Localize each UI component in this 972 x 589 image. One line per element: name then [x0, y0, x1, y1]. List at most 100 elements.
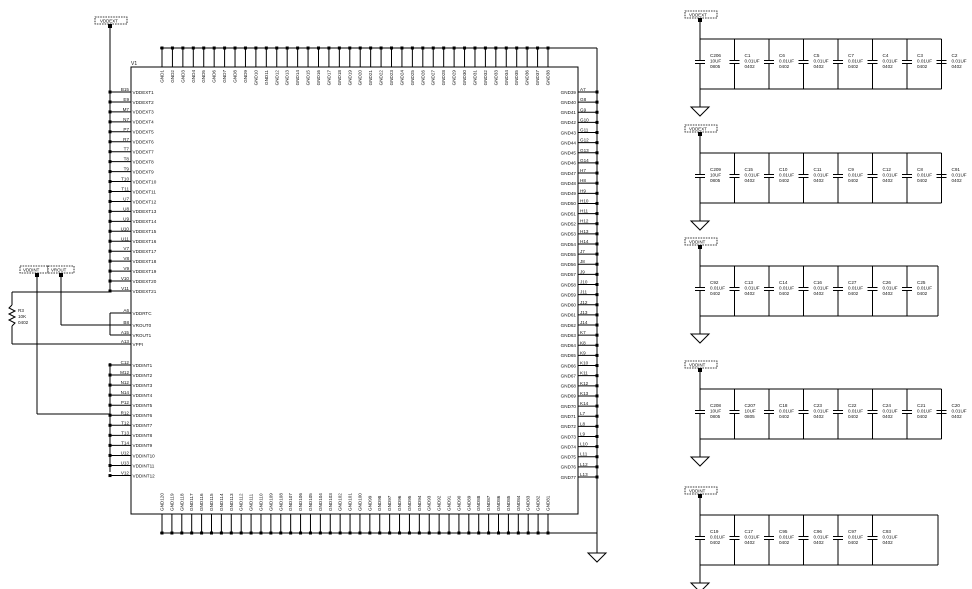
right-pin-group: GND39A7GND40G8GND41G9GND42G10GND43G11GND…: [561, 87, 599, 480]
right-pin-junction: [595, 90, 599, 94]
top-pin-junction: [390, 46, 394, 50]
bottom-pin-label: GND93: [427, 495, 432, 511]
capacitor-bank-row: VDDEXTC20910UF0805C150.01UF0402C100.01UF…: [684, 124, 967, 231]
bottom-pin-junction: [447, 531, 451, 535]
capacitor-value: 0.01UF: [848, 286, 863, 291]
top-pin-junction: [431, 46, 435, 50]
bottom-pin-junction: [526, 531, 530, 535]
resistor-r3: R3 10K 0402: [7, 292, 29, 344]
top-pin-label: GND10: [253, 70, 258, 86]
chip-refdes: V1: [131, 61, 137, 67]
top-pin-label: GND2: [170, 70, 175, 83]
left-pin-junction: [108, 423, 112, 427]
bottom-pin-label: GND113: [229, 493, 234, 511]
right-pin-number: L7: [580, 411, 586, 416]
left-pin-name: VPPI: [133, 342, 143, 347]
left-pin-name: VDDEXT5: [133, 130, 155, 135]
bottom-pin-junction: [358, 531, 362, 535]
capacitor-package: 0402: [848, 540, 859, 545]
left-pin-junction: [108, 190, 112, 193]
right-pin-name: GND66: [561, 363, 577, 368]
top-pin-label: GND25: [410, 70, 415, 86]
right-pin-junction: [595, 262, 599, 266]
right-pin-name: GND69: [561, 394, 577, 399]
capacitor-value: 0.01UF: [779, 286, 794, 291]
left-pin-number: T7: [124, 147, 130, 152]
capacitor-ref: C19: [710, 529, 719, 534]
capacitor-ref: C2: [952, 53, 958, 58]
left-pin-junction: [108, 209, 112, 213]
bottom-pin-label: GND107: [288, 493, 293, 511]
top-pin-label: GND29: [452, 70, 457, 86]
left-pin-name: VDDEXT4: [133, 120, 155, 125]
bottom-pin-label: GND119: [169, 493, 174, 511]
left-pin-name: VDDINT8: [133, 433, 153, 438]
top-pin-junction: [275, 46, 279, 50]
left-pin-number: M7: [123, 107, 130, 112]
bottom-pin-label: GND108: [278, 493, 283, 511]
capacitor-bank-row: VDDINTC920.01UF0402C130.01UF0402C140.01U…: [684, 237, 939, 344]
capacitor-value: 0.01UF: [883, 535, 898, 540]
capacitor-value: 0.01UF: [814, 286, 829, 291]
capacitor-ref: C17: [745, 529, 754, 534]
left-pin-number: M12: [120, 370, 129, 375]
left-pin-number: R12: [121, 410, 130, 415]
capacitor-ref: C16: [814, 280, 823, 285]
capacitor-ref: C9: [848, 167, 854, 172]
bottom-pin-label: GND86: [496, 495, 501, 511]
right-pin-number: H9: [580, 188, 586, 193]
bottom-pin-junction: [279, 531, 283, 535]
top-pin-label: GND38: [546, 70, 551, 86]
bottom-pin-label: GND103: [328, 493, 333, 511]
left-pin-name: VROUT1: [133, 333, 152, 338]
top-pin-label: GND27: [431, 70, 436, 86]
bottom-pin-label: GND96: [397, 495, 402, 511]
top-pin-label: GND26: [420, 70, 425, 86]
left-pin-name: VDDINT12: [133, 473, 156, 478]
capacitor-value: 0.01UF: [848, 409, 863, 414]
bottom-pin-junction: [299, 531, 303, 535]
capacitor-package: 0402: [848, 414, 859, 419]
capacitor-bank-row: VDDINTC20810UF0805C20710UF0805C180.01UF0…: [684, 360, 967, 467]
top-pin-junction: [483, 46, 487, 50]
top-pin-junction: [546, 46, 550, 50]
capacitor-package: 0402: [745, 540, 756, 545]
capacitor-value: 0.01UF: [710, 535, 725, 540]
capacitor-ref: C18: [779, 403, 788, 408]
bottom-pin-junction: [516, 531, 520, 535]
top-pin-junction: [379, 46, 383, 50]
right-pin-number: J11: [580, 290, 588, 295]
left-pin-number: U11: [121, 236, 130, 241]
right-pin-name: GND59: [561, 292, 577, 297]
net-flag-left-vrout: VROUT: [47, 265, 75, 277]
top-pin-junction: [421, 46, 425, 50]
right-pin-number: L8: [580, 421, 586, 426]
capacitor-value: 10UF: [745, 409, 756, 414]
left-pin-number: U9: [123, 216, 129, 221]
left-pin-name: VDDEXT17: [133, 249, 157, 254]
left-pin-number: U8: [123, 206, 129, 211]
left-pin-number: V7: [123, 246, 129, 251]
right-pin-name: GND40: [561, 100, 577, 105]
top-pin-junction: [223, 46, 227, 50]
left-pin-number: R7: [123, 137, 129, 142]
right-pin-name: GND74: [561, 444, 577, 449]
capacitor-bank-row: VDDINTC190.01UF0402C170.01UF0402C950.01U…: [684, 486, 939, 589]
right-pin-number: K8: [580, 340, 586, 345]
left-pin-junction: [108, 180, 112, 184]
right-pin-number: H14: [580, 239, 589, 244]
capacitor-value: 10UF: [710, 59, 721, 64]
right-pin-name: GND46: [561, 161, 577, 166]
right-pin-name: GND47: [561, 171, 577, 176]
right-pin-junction: [595, 353, 599, 357]
bottom-pin-junction: [209, 531, 213, 535]
top-pin-junction: [348, 46, 352, 50]
top-pin-label: GND37: [535, 70, 540, 86]
left-pin-junction: [108, 100, 112, 104]
net-flag-dot: [698, 132, 702, 136]
right-pin-name: GND55: [561, 252, 577, 257]
left-pin-name: VDDINT11: [133, 463, 155, 468]
